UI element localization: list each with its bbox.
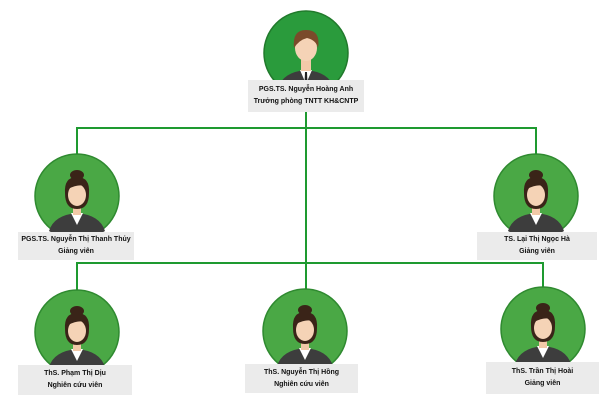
node-role: Nghiên cứu viên bbox=[47, 382, 103, 389]
node-name: PGS.TS. Nguyễn Hoàng Anh bbox=[258, 86, 354, 93]
node-role: Nghiên cứu viên bbox=[274, 380, 329, 388]
female-avatar-icon bbox=[493, 153, 579, 239]
connector-left-vertical bbox=[76, 127, 78, 157]
connector-right-vertical bbox=[535, 127, 537, 157]
female-avatar-icon bbox=[34, 153, 120, 239]
node-role: Giảng viên bbox=[524, 380, 561, 387]
connector-bottom-right-vertical bbox=[542, 262, 544, 292]
node-role: Trưởng phòng TNTT KH&CNTP bbox=[253, 98, 359, 105]
node-name: ThS. Phạm Thị Dịu bbox=[44, 370, 106, 377]
node-name: PGS.TS. Nguyễn Thị Thanh Thủy bbox=[21, 236, 131, 243]
node-name: TS. Lại Thị Ngọc Hà bbox=[504, 236, 570, 243]
node-left-label[interactable]: PGS.TS. Nguyễn Thị Thanh Thủy Giảng viên bbox=[18, 232, 134, 260]
node-bottom-right-label[interactable]: ThS. Trần Thị Hoài Giảng viên bbox=[486, 362, 599, 394]
node-bottom-left-label[interactable]: ThS. Phạm Thị Dịu Nghiên cứu viên bbox=[18, 365, 132, 395]
connector-root-vertical bbox=[305, 110, 307, 370]
node-name: ThS. Trần Thị Hoài bbox=[511, 368, 574, 375]
connector-root-horizontal bbox=[77, 127, 537, 129]
node-root-label[interactable]: PGS.TS. Nguyễn Hoàng Anh Trưởng phòng TN… bbox=[248, 80, 364, 112]
female-avatar-icon bbox=[262, 288, 348, 374]
connector-bottom-left-vertical bbox=[76, 262, 78, 292]
connector-bottom-horizontal bbox=[77, 262, 544, 264]
female-avatar-icon bbox=[34, 289, 120, 375]
female-avatar-icon bbox=[500, 286, 586, 372]
node-name: ThS. Nguyễn Thị Hồng bbox=[263, 368, 340, 376]
node-role: Giảng viên bbox=[519, 248, 555, 255]
node-bottom-center-label[interactable]: ThS. Nguyễn Thị Hồng Nghiên cứu viên bbox=[245, 364, 358, 393]
node-right-label[interactable]: TS. Lại Thị Ngọc Hà Giảng viên bbox=[477, 232, 597, 260]
node-role: Giảng viên bbox=[58, 248, 94, 255]
